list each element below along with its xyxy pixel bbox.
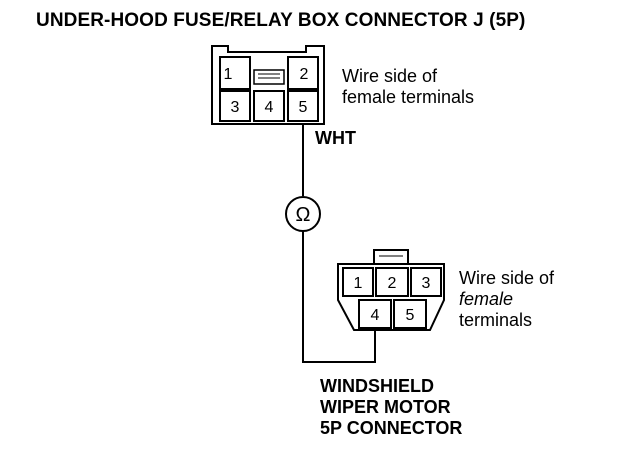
wire-color-label: WHT bbox=[315, 128, 356, 148]
connector-j-cavity-3 bbox=[219, 90, 251, 122]
wiper-connector-caption-line3: terminals bbox=[459, 310, 533, 330]
connector-j-latch bbox=[253, 69, 285, 85]
connector-j-terminal-2: 2 bbox=[300, 66, 309, 83]
wiper-connector-terminal-4: 4 bbox=[371, 307, 380, 324]
wiper-connector-caption-line2: female bbox=[459, 289, 514, 309]
wiper-connector-housing bbox=[337, 263, 445, 331]
wiper-connector-label-line1: WINDSHIELD bbox=[320, 376, 434, 396]
wiper-connector-label: WINDSHIELD WIPER MOTOR 5P CONNECTOR bbox=[320, 376, 462, 439]
wiper-connector-cavity-1 bbox=[342, 267, 374, 297]
test-lead-wire bbox=[302, 231, 376, 363]
connector-j-cavity-5 bbox=[287, 90, 319, 122]
connector-j-housing bbox=[211, 45, 325, 125]
wiper-connector-terminal-5: 5 bbox=[406, 307, 415, 324]
connector-j-cavity-1 bbox=[219, 56, 251, 90]
connector-j-terminal-4: 4 bbox=[265, 99, 274, 116]
wiper-connector-cavity-5 bbox=[393, 299, 427, 329]
wiper-connector-label-line3: 5P CONNECTOR bbox=[320, 418, 463, 438]
connector-j-cavity-2 bbox=[287, 56, 319, 90]
wiper-connector-terminal-2: 2 bbox=[388, 275, 397, 292]
connector-j-caption-line1: Wire side of bbox=[342, 66, 438, 86]
connector-j-caption-line2: female terminals bbox=[342, 87, 475, 107]
wiper-connector-cavity-4 bbox=[358, 299, 392, 329]
wiper-connector-terminal-3: 3 bbox=[422, 275, 431, 292]
wiper-connector-cavity-2 bbox=[375, 267, 409, 297]
connector-j-terminal-1: 1 bbox=[224, 66, 233, 83]
wiper-connector bbox=[337, 249, 445, 331]
wiper-connector-terminal-1: 1 bbox=[354, 275, 363, 292]
connector-j-cavity-4 bbox=[253, 90, 285, 122]
connector-j bbox=[211, 45, 325, 125]
wiper-connector-label-line2: WIPER MOTOR bbox=[320, 397, 451, 417]
wiper-connector-latch bbox=[373, 249, 409, 265]
wiper-connector-caption-line1: Wire side of bbox=[459, 268, 555, 288]
connector-j-terminal-5: 5 bbox=[299, 99, 308, 116]
connector-j-caption: Wire side of female terminals bbox=[342, 66, 474, 108]
diagram-title: UNDER-HOOD FUSE/RELAY BOX CONNECTOR J (5… bbox=[36, 10, 526, 31]
wiper-connector-caption: Wire side of female terminals bbox=[459, 268, 554, 331]
connector-j-terminal-3: 3 bbox=[231, 99, 240, 116]
ohm-symbol: Ω bbox=[296, 204, 311, 226]
wiper-connector-cavity-3 bbox=[410, 267, 442, 297]
